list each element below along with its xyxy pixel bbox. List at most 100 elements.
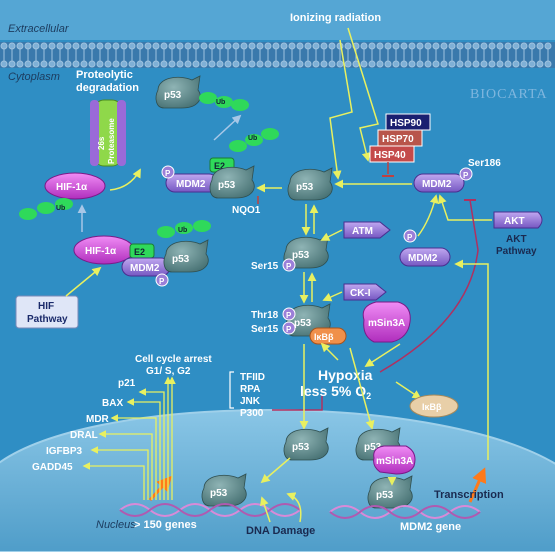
msin3a-nuclear-label: mSin3A bbox=[376, 456, 413, 467]
mdm2-right-label: MDM2 bbox=[422, 179, 452, 190]
mdm2-gene-label: MDM2 gene bbox=[400, 521, 461, 533]
p53-complex-label: p53 bbox=[218, 180, 236, 191]
cytoplasm-label: Cytoplasm bbox=[8, 71, 60, 83]
phospho-thr18 bbox=[282, 307, 296, 321]
p53-to-dna-left-arrow bbox=[260, 457, 291, 484]
mdm2-complex-label: MDM2 bbox=[176, 179, 206, 190]
cell-cycle-phase-label: G1/ S, G2 bbox=[146, 366, 191, 377]
ionizing-radiation-label: Ionizing radiation bbox=[290, 12, 381, 24]
nqo1-label: NQO1 bbox=[232, 205, 261, 216]
cell-cycle-arrest-label: Cell cycle arrest bbox=[135, 354, 212, 365]
dna-damage-arrow-1 bbox=[260, 496, 271, 523]
p53-nuclear-msin-label: p53 bbox=[364, 442, 382, 453]
to-degradation-arrow bbox=[213, 114, 242, 141]
hif1a-label-complex: HIF-1α bbox=[85, 246, 117, 257]
degradation-label-line1: Proteolytic bbox=[76, 69, 133, 81]
hif1a-ubiquitinated: HIF-1α Ub bbox=[19, 172, 106, 220]
gene-induction-arrows bbox=[82, 376, 176, 500]
cofactor-jnk: JNK bbox=[240, 396, 261, 407]
hsp40-label: HSP40 bbox=[374, 150, 406, 161]
p53-dna-left-label: p53 bbox=[210, 488, 228, 499]
ikb-free: IκBβ bbox=[409, 394, 459, 418]
msin3a-cytoplasm: mSin3A bbox=[362, 301, 411, 343]
hsp90-label: HSP90 bbox=[390, 118, 422, 129]
dna-damage-arrow-2 bbox=[286, 492, 302, 523]
cofactor-rpa: RPA bbox=[240, 384, 260, 395]
p53-ikb-label: p53 bbox=[294, 318, 312, 329]
hypoxia-to-ikb-arrow bbox=[395, 381, 422, 399]
atm-to-p53-arrow bbox=[320, 229, 343, 241]
p53-on-dna-right: p53 bbox=[367, 475, 413, 509]
ck1-protein: CK-I bbox=[343, 283, 387, 301]
dna-damage-label: DNA Damage bbox=[246, 525, 315, 537]
cofactor-group: TFIID RPA JNK P300 bbox=[229, 371, 265, 419]
degradation-label-line2: degradation bbox=[76, 82, 139, 94]
p53-central-2: p53 bbox=[283, 235, 329, 269]
akt-protein: AKT bbox=[493, 211, 543, 229]
hypoxia-label-line1: Hypoxia bbox=[318, 367, 373, 383]
dna-helix-left bbox=[119, 503, 301, 517]
msin3a-cyto-label: mSin3A bbox=[368, 318, 405, 329]
gene-p21: p21 bbox=[118, 378, 136, 389]
atm-label: ATM bbox=[352, 226, 373, 237]
mdm2-p53-e2-complex: MDM2 P E2 p53 Ub bbox=[161, 128, 279, 199]
gene-igfbp3: IGFBP3 bbox=[46, 446, 83, 457]
plasma-membrane bbox=[0, 42, 555, 68]
nucleus-label: Nucleus bbox=[96, 519, 136, 531]
p53-nuclear-1-label: p53 bbox=[292, 442, 310, 453]
proteasome-label-line2: Proteasome bbox=[107, 118, 116, 164]
akt-pathway-line1: AKT bbox=[506, 234, 527, 245]
p53-degraded: p53 bbox=[155, 75, 201, 109]
transcription-label: Transcription bbox=[434, 489, 504, 501]
hif-pathway-line1: HIF bbox=[38, 301, 54, 312]
hif-mdm2-p53-complex: HIF-1α E2 MDM2 P p53 Ub bbox=[73, 220, 211, 287]
hsp70-label: HSP70 bbox=[382, 134, 414, 145]
phospho-marker-complex: P bbox=[165, 169, 171, 178]
msin3a-to-nucleus-arrow bbox=[349, 347, 375, 430]
hif-to-proteasome-arrow bbox=[109, 168, 141, 191]
site-ser15-b: Ser15 bbox=[251, 324, 279, 335]
gene-bax: BAX bbox=[102, 398, 123, 409]
cofactor-tfiid: TFIID bbox=[240, 372, 265, 383]
mdm2-lower-label: MDM2 bbox=[408, 253, 438, 264]
ikb-complex-label: IκBβ bbox=[314, 332, 334, 342]
hypoxia-label-line2: less 5% O2 bbox=[300, 383, 371, 401]
p53-central-1-label: p53 bbox=[296, 182, 314, 193]
ub-label-hif-complex: Ub bbox=[178, 227, 187, 234]
extracellular-label: Extracellular bbox=[8, 23, 70, 35]
site-ser15-a: Ser15 bbox=[251, 261, 279, 272]
phospho-ser15-a-label: P bbox=[286, 262, 292, 271]
akt-to-mdm2-arrow bbox=[438, 194, 492, 221]
mdm2-phosphorylated: MDM2 P bbox=[413, 167, 473, 193]
gene-dral: DRAL bbox=[70, 430, 98, 441]
gene-count-label: > 150 genes bbox=[134, 519, 197, 531]
hif-pathway-box: HIF Pathway bbox=[15, 295, 79, 329]
hif1a-label-top: HIF-1α bbox=[56, 182, 88, 193]
ub-label-top: Ub bbox=[216, 99, 225, 106]
p53-ikb-complex: p53 IκBβ bbox=[285, 303, 347, 345]
gene-mdr: MDR bbox=[86, 414, 110, 425]
proteasome-label-line1: 26s bbox=[97, 136, 106, 150]
e2-label-hif: E2 bbox=[134, 247, 145, 257]
p53-hif-complex-label: p53 bbox=[172, 254, 190, 265]
hsp-stack: HSP90 HSP70 HSP40 bbox=[369, 113, 431, 163]
p53-central-1: p53 bbox=[287, 167, 333, 201]
mdm2-hif-complex-label: MDM2 bbox=[130, 263, 160, 274]
akt-label: AKT bbox=[504, 216, 525, 227]
phospho-mdm2-lower: P bbox=[407, 233, 413, 242]
transcription-arrow-right bbox=[468, 467, 487, 503]
hif-pathway-line2: Pathway bbox=[27, 314, 68, 325]
site-thr18: Thr18 bbox=[251, 310, 279, 321]
mdm2-feedback-arrow bbox=[454, 259, 489, 460]
hif-pathway-arrow bbox=[65, 266, 102, 297]
akt-pathway-line2: Pathway bbox=[496, 246, 537, 257]
p53-dna-right-label: p53 bbox=[376, 490, 394, 501]
extracellular-space bbox=[0, 0, 555, 40]
atm-protein: ATM bbox=[343, 221, 391, 239]
ub-label-complex: Ub bbox=[248, 135, 257, 142]
p53-degraded-label: p53 bbox=[164, 90, 182, 101]
biocarta-logo: BIOCARTA bbox=[470, 87, 548, 102]
mdm2-phospho-arrow bbox=[417, 194, 439, 237]
radiation-atm-arrow bbox=[329, 39, 353, 180]
